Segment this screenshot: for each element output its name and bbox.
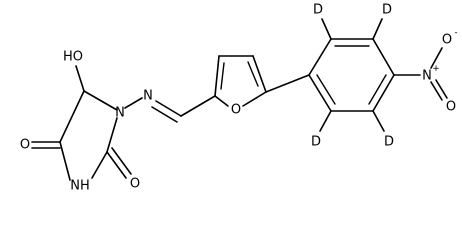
bond-ch-furan — [180, 95, 216, 117]
bond-c2-n1 — [106, 117, 118, 153]
bond-furan-c3-c2 — [214, 55, 220, 97]
atom-d-bottom-left: D — [311, 135, 321, 150]
bond-n1-n — [124, 97, 143, 109]
bond-ph-c1-c2 — [308, 38, 332, 76]
atom-carbonyl-o2: O — [130, 177, 140, 192]
chemical-structure: HO N N O O O NH N + O - O D D D D — [20, 3, 458, 194]
bond-c5-c4 — [59, 90, 85, 143]
bond-n3-c2 — [91, 151, 108, 179]
bond-ph-c6-c1 — [308, 74, 332, 112]
bond-furan-c2-o — [214, 95, 229, 107]
atom-nitro-o-top: O — [442, 33, 452, 48]
bond-furan-c3-c2-inner — [220, 62, 225, 90]
bond-n-ch — [155, 100, 182, 117]
bond-d-top-left — [321, 18, 332, 40]
atom-d-top-left: D — [313, 3, 323, 18]
bond-furan-c5-c4-inner — [247, 61, 259, 87]
bond-nitro-o-bottom — [430, 81, 443, 101]
bond-furan-phenyl — [265, 74, 310, 93]
bond-ph-c3-c4 — [372, 38, 395, 76]
atom-nh: NH — [70, 179, 90, 194]
atom-n1: N — [115, 106, 125, 121]
bond-furan-o-c5 — [242, 91, 267, 107]
bond-furan-c5-c4 — [252, 55, 267, 93]
bond-c2-o-double — [111, 147, 132, 175]
bond-n1-c5 — [83, 90, 118, 111]
atom-nitro-n-charge: + — [432, 64, 440, 74]
bond-ph-inner-b — [368, 74, 387, 105]
bond-ph-inner-c — [316, 74, 336, 105]
bond-nitro-o-top — [430, 47, 443, 69]
atom-furan-o: O — [231, 103, 241, 118]
bond-lines — [31, 18, 448, 181]
atom-nitro-n: N — [422, 69, 432, 84]
bond-nitro-o-bottom-double — [435, 79, 448, 99]
atom-carbonyl-o1: O — [20, 138, 30, 153]
atom-imine-n: N — [143, 89, 153, 104]
atom-hydroxyl: HO — [63, 50, 83, 65]
bond-n-ch-double — [151, 106, 178, 123]
bond-d-bottom-right — [372, 110, 385, 132]
bond-c5-oh — [75, 65, 85, 92]
bond-c2-o — [106, 151, 127, 179]
bond-d-bottom-left — [319, 110, 332, 132]
atom-labels: HO N N O O O NH N + O - O D D D D — [20, 3, 458, 194]
bond-ph-c4-c5 — [372, 74, 395, 112]
atom-nitro-o-bottom: O — [446, 100, 456, 115]
bond-c4-n3 — [59, 141, 71, 181]
atom-d-bottom-right: D — [384, 135, 394, 150]
atom-nitro-o-top-charge: - — [454, 28, 457, 38]
bond-d-top-right — [372, 18, 383, 40]
atom-d-top-right: D — [382, 3, 392, 18]
